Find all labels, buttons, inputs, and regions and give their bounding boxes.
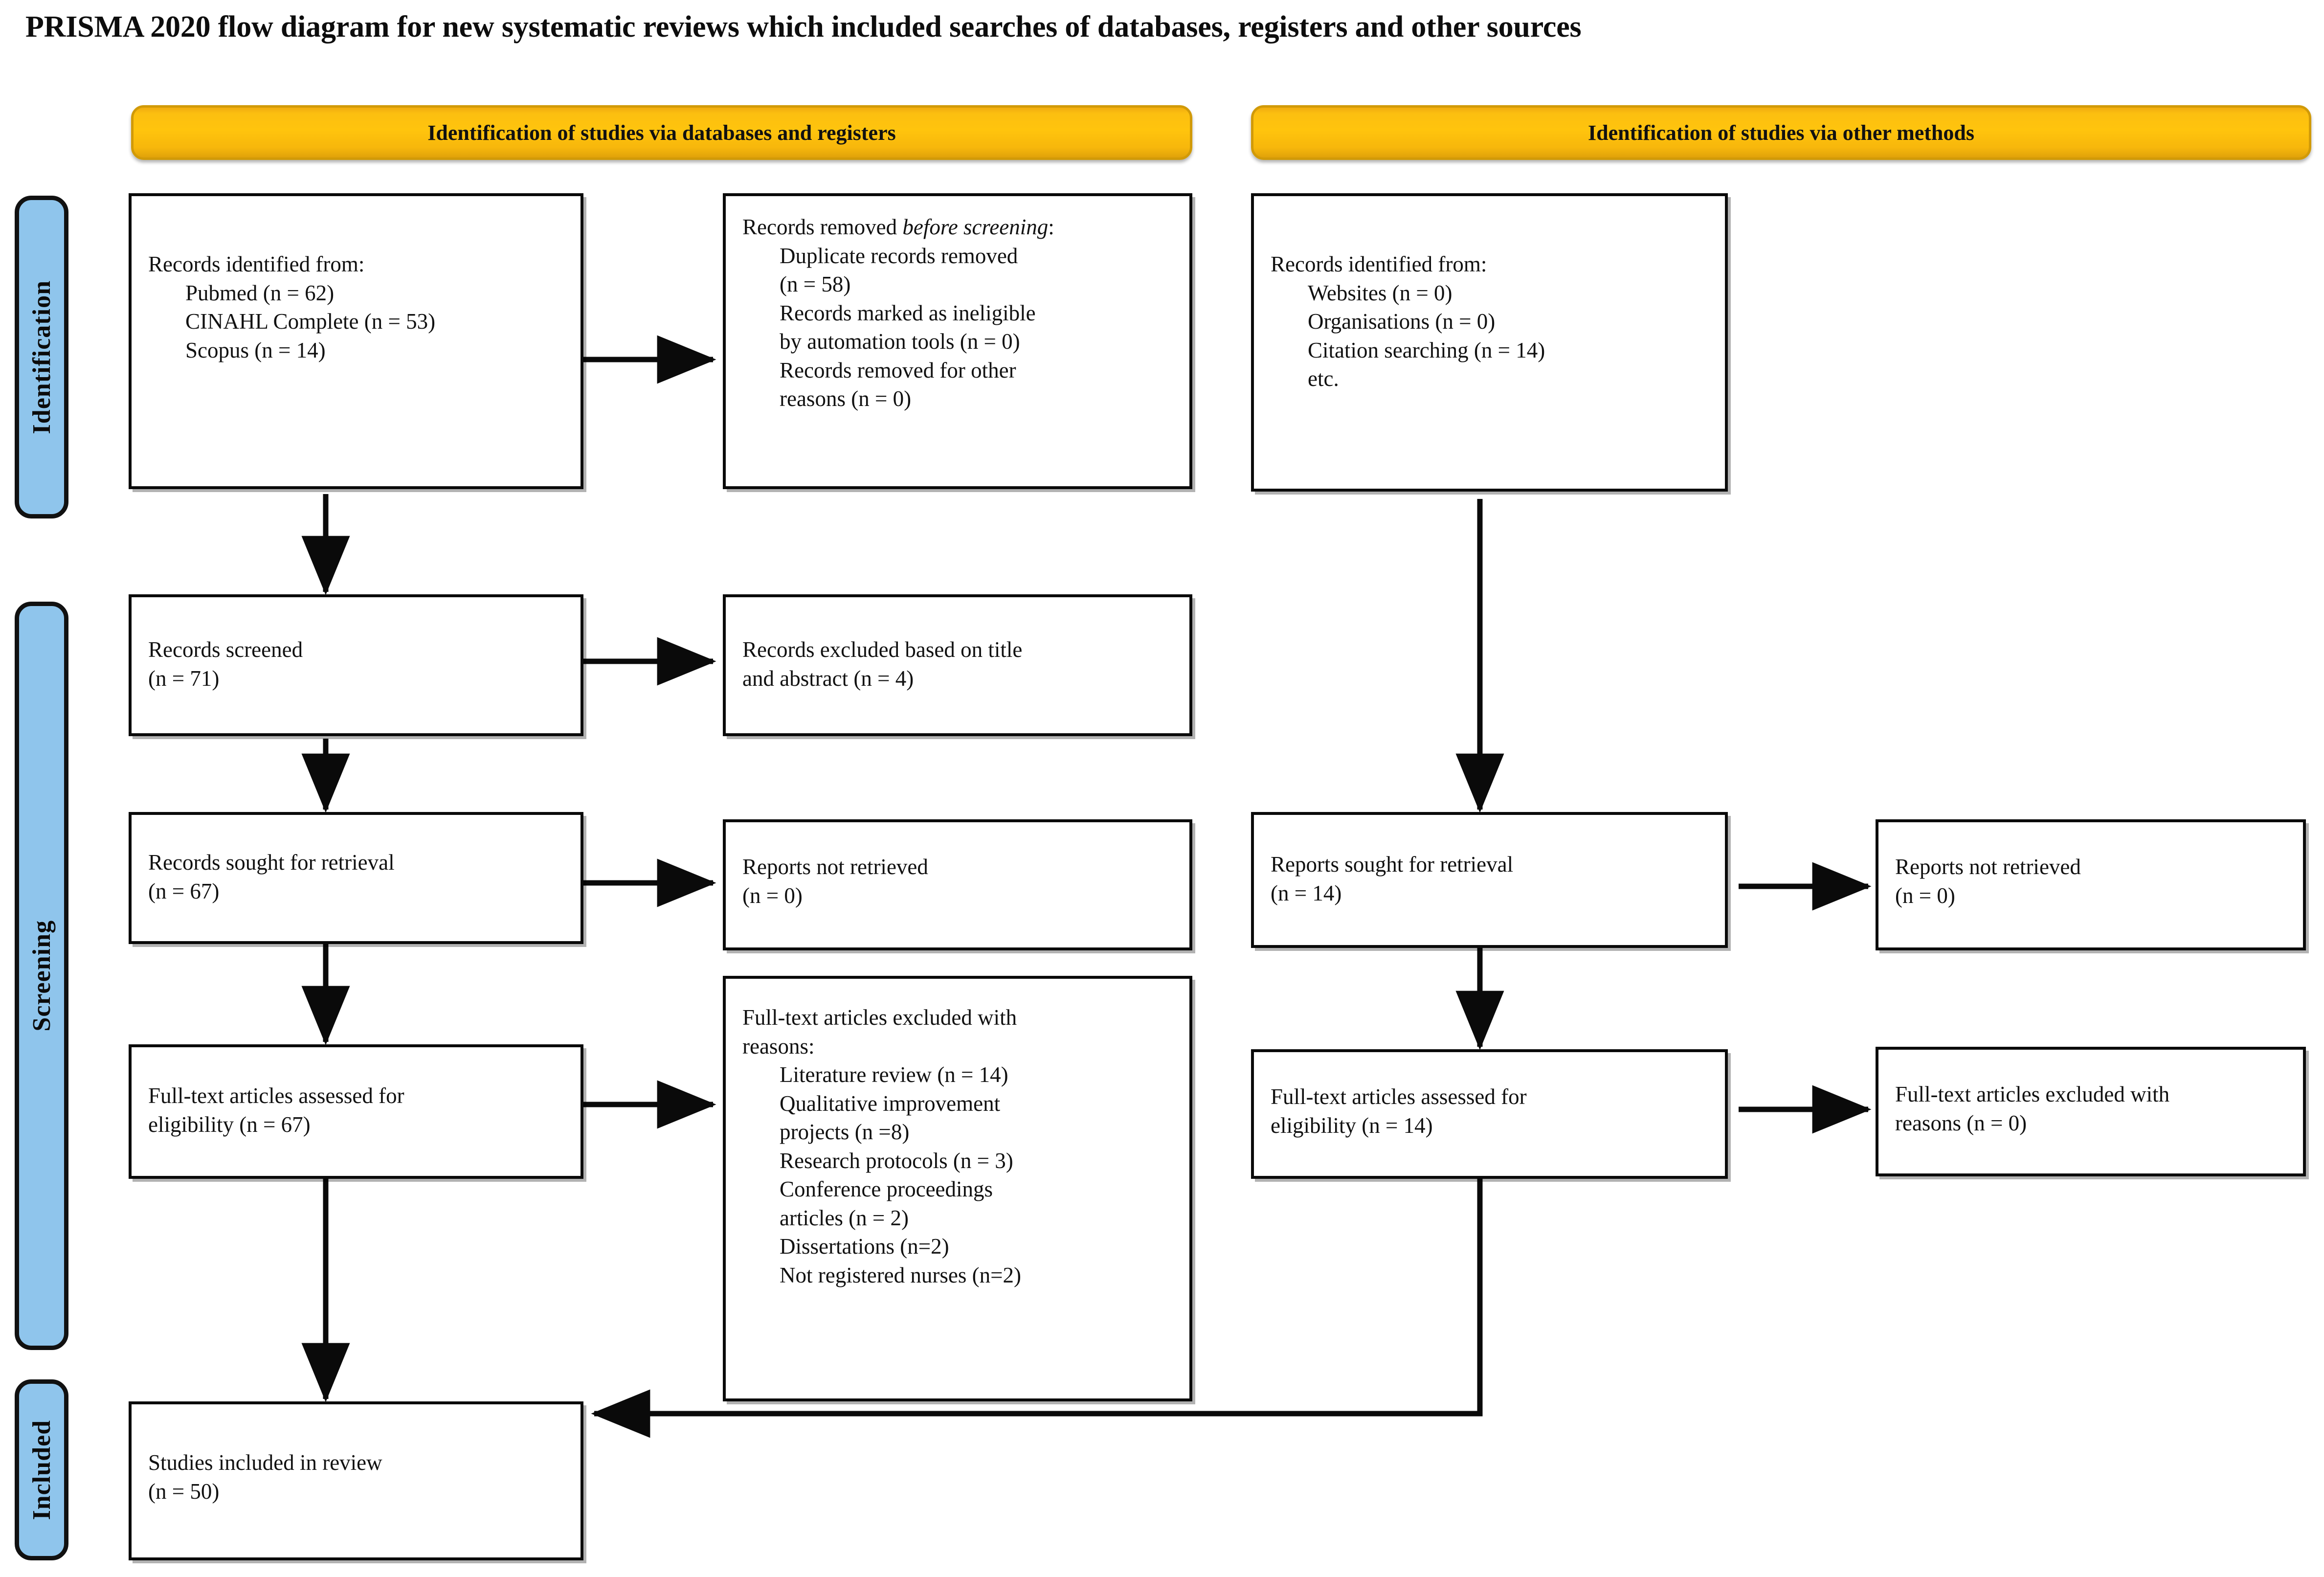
stage-identification: Identification <box>15 196 68 518</box>
line: Scopus (n = 14) <box>185 338 326 362</box>
line: Organisations (n = 0) <box>1308 309 1496 334</box>
box-reports-sought-for-retrieval-other: Reports sought for retrieval (n = 14) <box>1251 812 1728 948</box>
stage-included-label: Included <box>27 1419 56 1520</box>
line: (n = 50) <box>148 1479 220 1504</box>
records-removed-heading: Records removed before screening: <box>742 213 1173 242</box>
line: articles (n = 2) <box>780 1205 909 1230</box>
box-records-screened: Records screened (n = 71) <box>129 594 583 736</box>
page-title: PRISMA 2020 flow diagram for new systema… <box>25 10 1582 44</box>
line: Duplicate records removed <box>780 243 1018 268</box>
line: Reports not retrieved <box>1895 855 2081 879</box>
box-studies-included-in-review: Studies included in review (n = 50) <box>129 1401 583 1560</box>
line: Research protocols (n = 3) <box>780 1148 1013 1173</box>
box-fulltext-articles-assessed-databases: Full-text articles assessed for eligibil… <box>129 1044 583 1179</box>
line: (n = 67) <box>148 879 220 903</box>
line: CINAHL Complete (n = 53) <box>185 309 436 334</box>
box-records-identified-databases: Records identified from: Pubmed (n = 62)… <box>129 193 583 489</box>
box-fulltext-articles-excluded-other: Full-text articles excluded with reasons… <box>1876 1047 2306 1176</box>
line: Records excluded based on title <box>742 637 1023 662</box>
heading-suffix: : <box>1048 215 1054 239</box>
box-reports-not-retrieved-other: Reports not retrieved (n = 0) <box>1876 819 2306 950</box>
line: Pubmed (n = 62) <box>185 280 335 305</box>
line: Literature review (n = 14) <box>780 1062 1008 1087</box>
line: Full-text articles excluded with <box>742 1005 1017 1030</box>
line: Citation searching (n = 14) <box>1308 338 1545 362</box>
line: eligibility (n = 14) <box>1271 1113 1433 1138</box>
line: by automation tools (n = 0) <box>780 329 1020 354</box>
line: Reports not retrieved <box>742 855 928 879</box>
line: Websites (n = 0) <box>1308 280 1452 305</box>
section-header-other-methods: Identification of studies via other meth… <box>1251 105 2311 160</box>
line: Studies included in review <box>148 1450 382 1475</box>
line: Not registered nurses (n=2) <box>780 1262 1021 1287</box>
line: Full-text articles assessed for <box>1271 1084 1527 1109</box>
box-records-sought-for-retrieval: Records sought for retrieval (n = 67) <box>129 812 583 944</box>
line: projects (n =8) <box>780 1120 910 1144</box>
line: Reports sought for retrieval <box>1271 852 1514 877</box>
stage-screening-label: Screening <box>27 920 56 1032</box>
line: Records screened <box>148 637 303 662</box>
section-header-databases-registers-label: Identification of studies via databases … <box>427 120 896 145</box>
line: (n = 58) <box>780 272 851 296</box>
line: Records sought for retrieval <box>148 850 395 875</box>
section-header-other-methods-label: Identification of studies via other meth… <box>1588 120 1974 145</box>
stage-identification-label: Identification <box>27 280 56 434</box>
line: Records identified from: <box>148 252 365 276</box>
line: Qualitative improvement <box>780 1091 1001 1116</box>
line: Dissertations (n=2) <box>780 1234 949 1259</box>
line: reasons (n = 0) <box>1895 1110 2027 1135</box>
line: (n = 14) <box>1271 880 1342 905</box>
heading-prefix: Records removed <box>742 215 903 239</box>
line: Records removed for other <box>780 358 1016 383</box>
stage-screening: Screening <box>15 602 68 1350</box>
box-records-removed-before-screening: Records removed before screening: Duplic… <box>723 193 1192 489</box>
box-fulltext-articles-excluded-with-reasons: Full-text articles excluded with reasons… <box>723 976 1192 1401</box>
line: Conference proceedings <box>780 1177 993 1201</box>
line: eligibility (n = 67) <box>148 1112 311 1137</box>
stage-included: Included <box>15 1379 68 1560</box>
line: Full-text articles assessed for <box>148 1083 404 1108</box>
line: Records marked as ineligible <box>780 300 1036 325</box>
line: Records identified from: <box>1271 252 1487 276</box>
section-header-databases-registers: Identification of studies via databases … <box>131 105 1192 160</box>
heading-italic: before screening <box>902 215 1049 239</box>
line: (n = 71) <box>148 666 220 691</box>
line: reasons: <box>742 1034 815 1059</box>
line: Full-text articles excluded with <box>1895 1082 2170 1106</box>
line: (n = 0) <box>742 883 803 908</box>
line: etc. <box>1308 366 1339 391</box>
line: reasons (n = 0) <box>780 386 912 411</box>
box-fulltext-articles-assessed-other: Full-text articles assessed for eligibil… <box>1251 1049 1728 1179</box>
line: (n = 0) <box>1895 883 1955 908</box>
box-records-identified-other-methods: Records identified from: Websites (n = 0… <box>1251 193 1728 492</box>
box-records-excluded-title-abstract: Records excluded based on title and abst… <box>723 594 1192 736</box>
box-reports-not-retrieved-databases: Reports not retrieved (n = 0) <box>723 819 1192 950</box>
line: and abstract (n = 4) <box>742 666 914 691</box>
